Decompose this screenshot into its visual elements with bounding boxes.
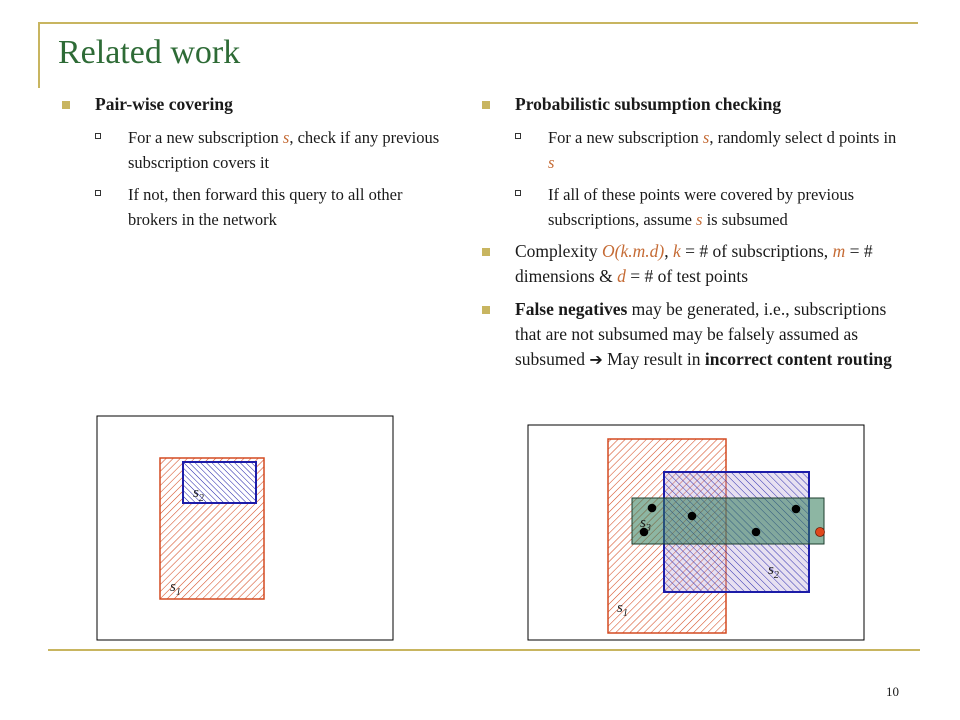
test-point bbox=[687, 511, 697, 521]
probabilistic-heading: Probabilistic subsumption checking bbox=[515, 94, 782, 114]
bullet-pairwise: Pair-wise covering bbox=[62, 92, 452, 117]
s2-label: s2 bbox=[768, 562, 779, 581]
text: , randomly select d points in bbox=[709, 128, 897, 147]
square-bullet-icon bbox=[482, 306, 490, 314]
hollow-square-bullet-icon bbox=[95, 133, 101, 139]
text: Complexity bbox=[515, 241, 603, 261]
test-point bbox=[647, 503, 657, 513]
var-s: s bbox=[282, 128, 290, 147]
text: If all of these points were covered by p… bbox=[548, 185, 855, 229]
complexity-expr: O(k.m.d) bbox=[602, 241, 665, 261]
pairwise-covering-figure: s2 s1 bbox=[96, 415, 394, 641]
sub-bullet-covered: If all of these points were covered by p… bbox=[515, 182, 902, 232]
hollow-square-bullet-icon bbox=[515, 190, 521, 196]
s1-label: s1 bbox=[617, 600, 628, 619]
text: For a new subscription bbox=[548, 128, 703, 147]
bullet-false-negatives: False negatives may be generated, i.e., … bbox=[482, 297, 902, 372]
right-column: Probabilistic subsumption checking For a… bbox=[482, 92, 902, 380]
hollow-square-bullet-icon bbox=[515, 133, 521, 139]
square-bullet-icon bbox=[482, 101, 490, 109]
square-bullet-icon bbox=[482, 248, 490, 256]
text: may be generated, i.e., subscriptions th… bbox=[515, 299, 887, 369]
incorrect-routing-term: incorrect content routing bbox=[704, 349, 892, 369]
s2-label: s2 bbox=[193, 485, 204, 504]
var-s: s bbox=[548, 153, 555, 172]
false-negatives-term: False negatives bbox=[515, 299, 628, 319]
text: If not, then forward this query to all o… bbox=[128, 185, 403, 229]
bottom-rule bbox=[48, 649, 920, 651]
var-d: d bbox=[617, 266, 626, 286]
left-column: Pair-wise covering For a new subscriptio… bbox=[62, 92, 452, 239]
text: = # of subscriptions, bbox=[680, 241, 833, 261]
subscription-s2-rect bbox=[182, 461, 257, 504]
hollow-square-bullet-icon bbox=[95, 190, 101, 196]
bullet-complexity: Complexity O(k.m.d), k = # of subscripti… bbox=[482, 239, 902, 289]
top-rule bbox=[38, 22, 918, 24]
sub-bullet-select: For a new subscription s, randomly selec… bbox=[515, 125, 902, 175]
test-point bbox=[791, 504, 801, 514]
right-arrow-icon: ➔ bbox=[589, 350, 603, 369]
s3-label: s3 bbox=[640, 515, 651, 534]
var-s: s bbox=[702, 128, 710, 147]
text: , bbox=[664, 241, 673, 261]
s1-label: s1 bbox=[170, 579, 181, 598]
var-m: m bbox=[832, 241, 846, 261]
subscription-s3-rect bbox=[631, 497, 825, 545]
var-k: k bbox=[672, 241, 681, 261]
left-rule bbox=[38, 22, 40, 88]
text: May result in bbox=[602, 349, 705, 369]
text: = # of test points bbox=[625, 266, 749, 286]
var-s: s bbox=[696, 210, 703, 229]
slide-title: Related work bbox=[58, 34, 241, 71]
text: , check if any previous subscription cov… bbox=[128, 128, 440, 172]
test-point bbox=[751, 527, 761, 537]
probabilistic-subsumption-figure: s3 s2 s1 bbox=[527, 424, 865, 641]
test-point bbox=[639, 527, 649, 537]
text: For a new subscription bbox=[128, 128, 283, 147]
page-number: 10 bbox=[886, 684, 899, 699]
sub-bullet-forward: If not, then forward this query to all o… bbox=[95, 182, 452, 232]
text: = # dimensions & bbox=[515, 241, 873, 286]
text: is subsumed bbox=[702, 210, 788, 229]
square-bullet-icon bbox=[62, 101, 70, 109]
sub-bullet-check: For a new subscription s, check if any p… bbox=[95, 125, 452, 175]
pairwise-heading: Pair-wise covering bbox=[95, 94, 233, 114]
bullet-probabilistic: Probabilistic subsumption checking bbox=[482, 92, 902, 117]
uncovered-test-point bbox=[815, 527, 825, 537]
